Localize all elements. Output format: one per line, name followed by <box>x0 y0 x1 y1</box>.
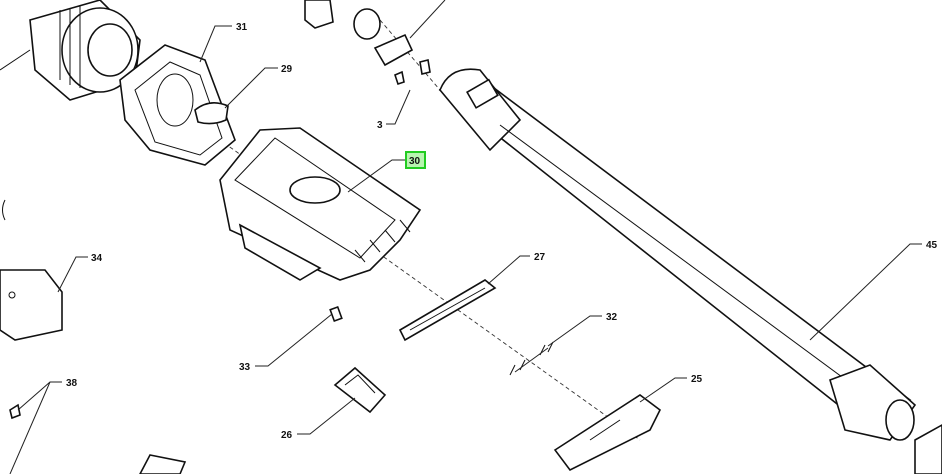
assembly-axis <box>379 19 441 91</box>
callout-33[interactable]: 33 <box>239 362 251 373</box>
callout-30[interactable]: 30 <box>409 156 421 167</box>
part-45-tube <box>438 68 942 474</box>
part-26-clip <box>333 366 387 414</box>
part-32-spring <box>509 341 554 376</box>
callout-34[interactable]: 34 <box>91 253 103 264</box>
callout-32[interactable]: 32 <box>606 312 618 323</box>
part-33-screw <box>329 305 343 323</box>
edge-part <box>2 199 6 221</box>
part-31-filter-frame <box>119 44 236 166</box>
filter-part <box>0 0 141 101</box>
callout-26[interactable]: 26 <box>281 430 293 441</box>
part-38-screw <box>9 403 187 474</box>
part-34 <box>0 269 63 341</box>
callout-38[interactable]: 38 <box>66 378 78 389</box>
part-29-latch <box>194 102 229 125</box>
part-27-strip <box>398 279 497 342</box>
top-small-parts <box>304 0 446 86</box>
callout-27[interactable]: 27 <box>534 252 546 263</box>
callout-3[interactable]: 3 <box>377 120 383 131</box>
callout-29[interactable]: 29 <box>281 64 293 75</box>
part-30-housing <box>219 127 422 281</box>
callout-30-highlighted[interactable]: 30 <box>405 151 426 169</box>
callout-25[interactable]: 25 <box>691 374 703 385</box>
callout-31[interactable]: 31 <box>236 22 248 33</box>
highlight-box <box>405 151 426 169</box>
assembly-axis <box>149 89 641 441</box>
part-25-button <box>553 394 662 472</box>
leader-lines <box>9 25 922 474</box>
callout-45[interactable]: 45 <box>926 240 938 251</box>
